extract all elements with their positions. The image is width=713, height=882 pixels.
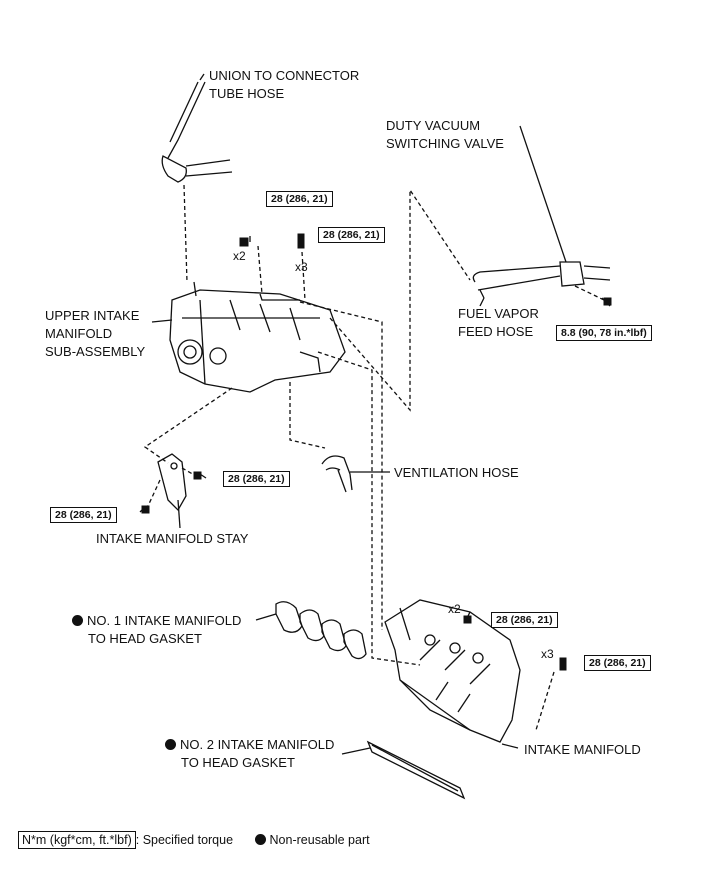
torque-box: 28 (286, 21) — [50, 507, 117, 523]
torque-box: 28 (286, 21) — [318, 227, 385, 243]
bolt-icon — [559, 657, 567, 671]
legend-nonreusable-text: Non-reusable part — [269, 833, 370, 847]
upper-intake-manifold-part — [169, 281, 346, 393]
no2-gasket-part — [341, 740, 466, 800]
legend: N*m (kgf*cm, ft.*lbf): Specified torque … — [18, 831, 370, 849]
torque-box: 28 (286, 21) — [584, 655, 651, 671]
label-dvsv-line1: DUTY VACUUM — [386, 118, 481, 133]
label-upper-line1: UPPER INTAKE — [45, 308, 140, 323]
ventilation-hose-part — [321, 455, 390, 493]
legend-unit-box: N*m (kgf*cm, ft.*lbf) — [18, 831, 136, 849]
label-union-hose-line2: TUBE HOSE — [209, 86, 285, 101]
torque-box: 28 (286, 21) — [223, 471, 290, 487]
quantity-label: x2 — [233, 249, 246, 263]
label-dvsv-line2: SWITCHING VALVE — [386, 136, 504, 151]
legend-torque-text: : Specified torque — [135, 833, 234, 847]
intake-manifold-part — [384, 599, 555, 749]
nonreusable-dot-icon — [165, 739, 176, 750]
label-stay: INTAKE MANIFOLD STAY — [96, 531, 249, 546]
bolt-icon — [297, 233, 305, 249]
fuel-vapor-hose-part — [472, 125, 611, 307]
label-gasket1-line1: NO. 1 INTAKE MANIFOLD — [72, 613, 241, 629]
nonreusable-dot-icon — [254, 834, 266, 845]
nut-icon — [239, 237, 249, 247]
torque-box: 28 (286, 21) — [266, 191, 333, 207]
label-fuel-line2: FEED HOSE — [458, 324, 534, 339]
label-union-hose-line1: UNION TO CONNECTOR — [209, 68, 360, 83]
bolt-icon — [193, 471, 202, 480]
torque-box: 8.8 (90, 78 in.*lbf) — [556, 325, 652, 341]
bolt-icon — [141, 505, 150, 514]
nut-icon — [463, 615, 472, 624]
intake-manifold-stay-part — [139, 453, 207, 529]
label-gasket1-line2: TO HEAD GASKET — [88, 631, 202, 646]
label-fuel-line1: FUEL VAPOR — [458, 306, 539, 321]
quantity-label: x2 — [448, 602, 461, 616]
label-upper-line2: MANIFOLD — [45, 326, 113, 341]
label-gasket2-line1: NO. 2 INTAKE MANIFOLD — [165, 737, 334, 753]
label-upper-line3: SUB-ASSEMBLY — [45, 344, 146, 359]
nonreusable-dot-icon — [72, 615, 83, 626]
bolt-icon — [603, 297, 612, 306]
torque-box: 28 (286, 21) — [491, 612, 558, 628]
quantity-label: x3 — [541, 647, 554, 661]
no1-gasket-part — [255, 601, 367, 660]
label-intake-manifold: INTAKE MANIFOLD — [524, 742, 641, 757]
union-hose-part — [161, 81, 233, 183]
label-ventilation: VENTILATION HOSE — [394, 465, 519, 480]
label-gasket2-line2: TO HEAD GASKET — [181, 755, 295, 770]
quantity-label: x3 — [295, 260, 308, 274]
